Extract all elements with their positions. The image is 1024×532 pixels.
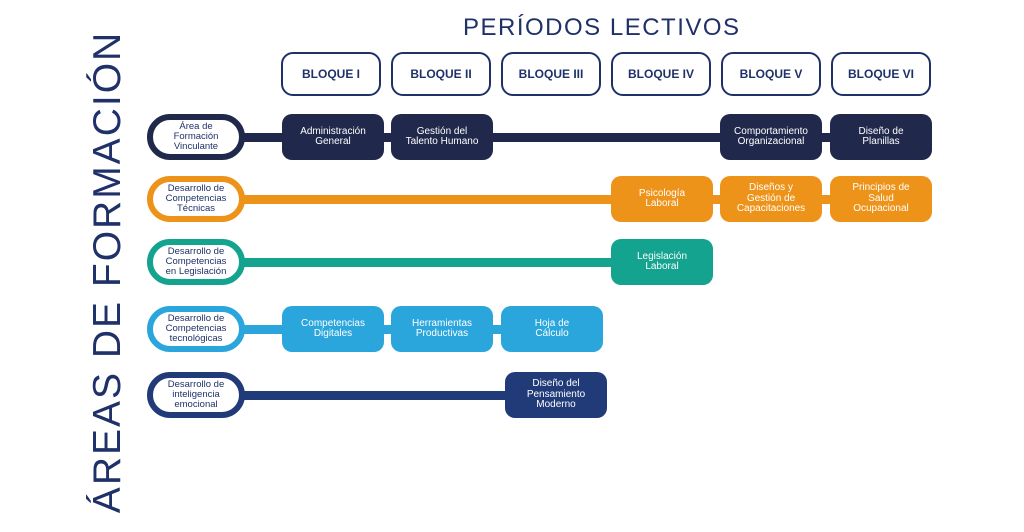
block-header: BLOQUE V <box>721 52 821 96</box>
course-box: Gestión del Talento Humano <box>391 114 493 160</box>
course-box: Comportamiento Organizacional <box>720 114 822 160</box>
area-connector-bar <box>240 391 555 400</box>
block-header: BLOQUE IV <box>611 52 711 96</box>
course-box: Competencias Digitales <box>282 306 384 352</box>
block-header: BLOQUE II <box>391 52 491 96</box>
block-header: BLOQUE I <box>281 52 381 96</box>
block-header: BLOQUE III <box>501 52 601 96</box>
area-label: Desarrollo de Competencias Técnicas <box>147 176 245 222</box>
area-label: Desarrollo de Competencias en Legislació… <box>147 239 245 285</box>
course-box: Principios de Salud Ocupacional <box>830 176 932 222</box>
course-box: Administración General <box>282 114 384 160</box>
course-box: Diseños y Gestión de Capacitaciones <box>720 176 822 222</box>
course-box: Legislación Laboral <box>611 239 713 285</box>
area-connector-bar <box>240 133 880 142</box>
course-box: Diseño de Planillas <box>830 114 932 160</box>
periods-title: PERÍODOS LECTIVOS <box>463 14 741 41</box>
area-label: Desarrollo de inteligencia emocional <box>147 372 245 418</box>
course-box: Hoja de Cálculo <box>501 306 603 352</box>
course-box: Psicología Laboral <box>611 176 713 222</box>
areas-title: ÁREAS DE FORMACIÓN <box>86 30 129 514</box>
area-connector-bar <box>240 195 880 204</box>
area-label: Desarrollo de Competencias tecnológicas <box>147 306 245 352</box>
course-box: Diseño del Pensamiento Moderno <box>505 372 607 418</box>
block-header: BLOQUE VI <box>831 52 931 96</box>
course-box: Herramientas Productivas <box>391 306 493 352</box>
area-label: Área de Formación Vinculante <box>147 114 245 160</box>
area-connector-bar <box>240 258 661 267</box>
